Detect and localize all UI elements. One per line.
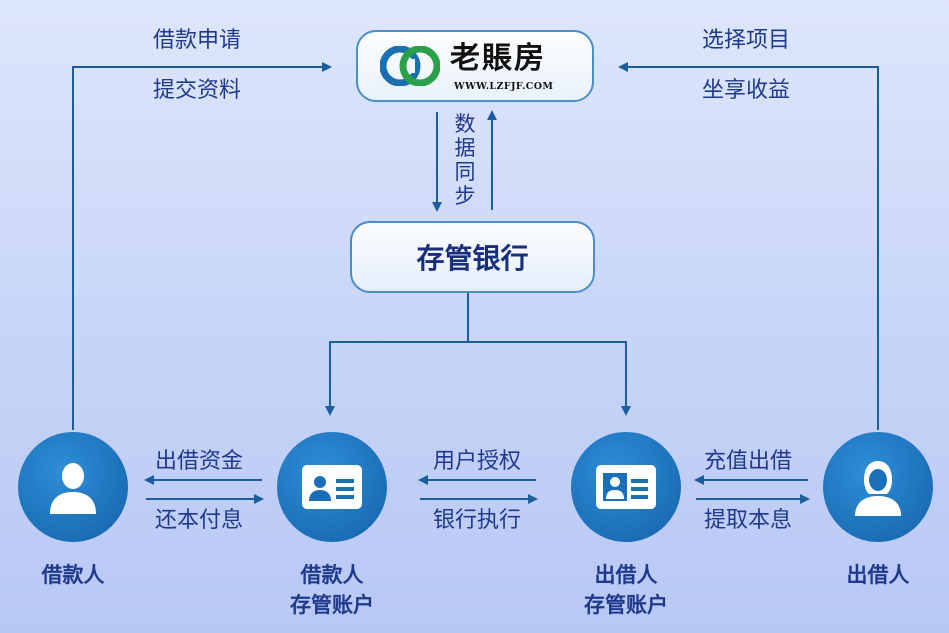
borrower-account-label: 借款人 存管账户 [272,560,392,621]
lender-account-label-line2: 存管账户 [584,593,668,618]
lend-funds-label: 出借资金 [155,449,244,474]
id-card-icon [596,465,656,509]
custodian-bank-box[interactable]: 存管银行 [350,221,595,293]
bank-exec-label: 银行执行 [433,508,522,533]
repay-label: 还本付息 [155,508,244,533]
female-user-icon [855,461,901,516]
top-right-label-1: 选择项目 [702,28,791,53]
lender-node[interactable] [823,432,933,542]
bank-split-line [325,293,469,416]
lender-account-label: 出借人 存管账户 [566,560,686,621]
deposit-lend-label: 充值出借 [704,449,793,474]
borrower-account-label-line1: 借款人 [300,563,364,587]
borrower-account-node[interactable] [277,432,387,542]
lender-to-platform-arrow [618,62,879,430]
custodian-bank-label: 存管银行 [416,242,529,275]
male-user-icon [50,463,96,514]
lender-account-label-line1: 出借人 [594,563,658,587]
top-left-label-2: 提交资料 [153,78,242,103]
lzfjf-logo-mark-icon [380,46,440,86]
borrower-label: 借款人 [41,563,105,587]
id-card-icon [302,465,362,509]
top-left-label-1: 借款申请 [153,28,242,53]
top-right-label-2: 坐享收益 [702,78,791,103]
bank-to-lender-account-arrow [468,341,631,416]
data-sync-label: 数据同步 [454,112,476,209]
borrower-to-platform-arrow [72,62,332,430]
platform-logo-url: WWW.LZFJF.COM [454,81,554,92]
platform-logo-name: 老賬房 [450,41,546,76]
user-auth-label: 用户授权 [433,449,522,474]
lender-account-node[interactable] [571,432,681,542]
borrower-account-label-line2: 存管账户 [290,593,374,618]
platform-logo-box[interactable]: 老賬房 WWW.LZFJF.COM [356,30,594,102]
borrower-node[interactable] [18,432,128,542]
lender-label: 出借人 [846,563,910,587]
withdraw-label: 提取本息 [704,508,793,533]
